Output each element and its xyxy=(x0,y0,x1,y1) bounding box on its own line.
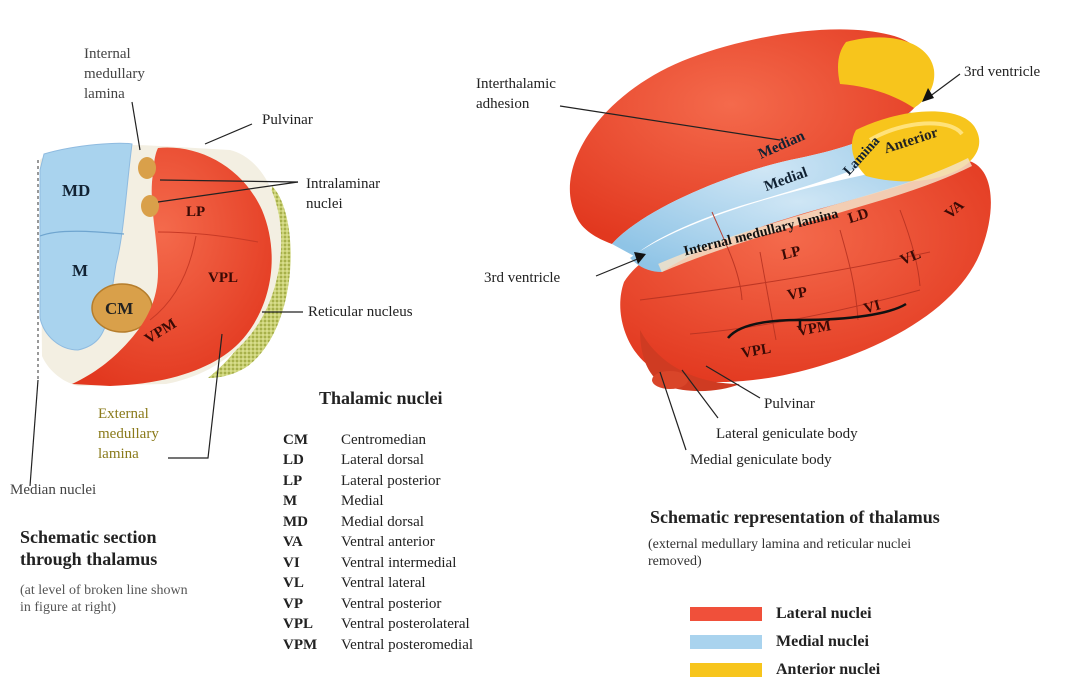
third-ventricle-left-label: 3rd ventricle xyxy=(484,270,560,287)
section-subtitle: (at level of broken line shown in figure… xyxy=(20,582,200,616)
key-abbreviation: M xyxy=(283,493,341,510)
vp-nucleus-label: VP xyxy=(786,285,809,305)
key-nucleus-name: Ventral anterior xyxy=(341,534,435,551)
key-nucleus-name: Ventral posterolateral xyxy=(341,616,470,633)
key-abbreviation: VA xyxy=(283,534,341,551)
legend-label: Medial nuclei xyxy=(776,633,869,651)
key-nucleus-name: Medial dorsal xyxy=(341,514,424,531)
key-nucleus-name: Lateral posterior xyxy=(341,473,441,490)
legend-row: Lateral nuclei xyxy=(690,600,880,628)
key-nucleus-name: Ventral lateral xyxy=(341,575,426,592)
intralaminar-nuclei-label: Intralaminar nuclei xyxy=(306,174,416,214)
lateral-geniculate-body-label: Lateral geniculate body xyxy=(716,426,858,443)
key-nucleus-name: Lateral dorsal xyxy=(341,452,424,469)
key-abbreviation: VPM xyxy=(283,637,341,654)
m-nucleus-label: M xyxy=(72,262,88,279)
legend-label: Lateral nuclei xyxy=(776,605,872,623)
legend-label: Anterior nuclei xyxy=(776,661,880,679)
representation-subtitle: (external medullary lamina and reticular… xyxy=(648,536,918,570)
representation-title: Schematic representation of thalamus xyxy=(650,506,940,528)
legend-swatch xyxy=(690,607,762,621)
geniculate-body-shape xyxy=(652,371,688,389)
legend-swatch xyxy=(690,663,762,677)
external-medullary-lamina-label: External medullary lamina xyxy=(98,404,198,464)
intralaminar-nucleus-lower xyxy=(141,195,159,217)
key-nucleus-name: Ventral posterior xyxy=(341,596,441,613)
legend-row: Medial nuclei xyxy=(690,628,880,656)
key-abbreviation: VI xyxy=(283,555,341,572)
legend-row: Anterior nuclei xyxy=(690,656,880,684)
cm-nucleus-label: CM xyxy=(105,300,133,317)
thalamus-3d-artwork xyxy=(560,29,991,450)
section-title: Schematic section through thalamus xyxy=(20,526,220,570)
key-abbreviation: VPL xyxy=(283,616,341,633)
reticular-nucleus-label: Reticular nucleus xyxy=(308,304,413,321)
key-abbreviation: MD xyxy=(283,514,341,531)
intralaminar-nucleus-upper xyxy=(138,157,156,179)
key-nucleus-name: Ventral intermedial xyxy=(341,555,456,572)
pulvinar-left-label: Pulvinar xyxy=(262,112,313,129)
md-nucleus-label: MD xyxy=(62,182,90,199)
lp-nucleus-label: LP xyxy=(186,204,205,221)
key-nucleus-name: Ventral posteromedial xyxy=(341,637,473,654)
key-nucleus-name: Centromedian xyxy=(341,432,426,449)
vpl-nucleus-label: VPL xyxy=(208,270,238,287)
key-abbreviation: VL xyxy=(283,575,341,592)
key-title: Thalamic nuclei xyxy=(319,388,443,409)
internal-medullary-lamina-label: Internal medullary lamina xyxy=(84,44,184,104)
interthalamic-adhesion-label: Interthalamic adhesion xyxy=(476,74,606,114)
key-abbreviation: LP xyxy=(283,473,341,490)
key-abbreviation: LD xyxy=(283,452,341,469)
pulvinar-right-label: Pulvinar xyxy=(764,396,815,413)
key-abbreviation: CM xyxy=(283,432,341,449)
key-nucleus-name: Medial xyxy=(341,493,384,510)
median-nuclei-label: Median nuclei xyxy=(10,482,96,499)
key-abbreviation: VP xyxy=(283,596,341,613)
third-ventricle-top-label: 3rd ventricle xyxy=(964,64,1040,81)
medial-geniculate-body-label: Medial geniculate body xyxy=(690,452,832,469)
legend-swatch xyxy=(690,635,762,649)
